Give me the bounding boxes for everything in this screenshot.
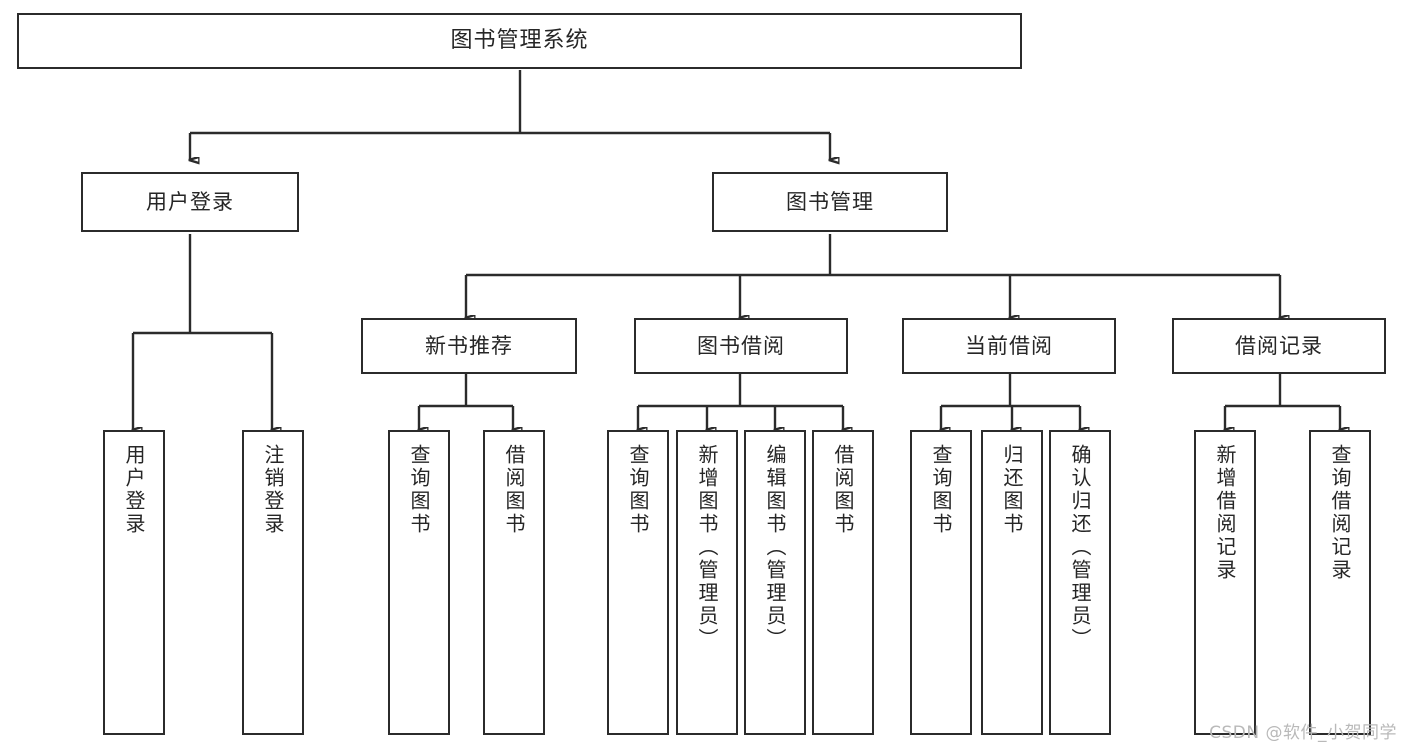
node-root-book-management-system[interactable]: 图书管理系统	[17, 13, 1022, 69]
leaf-edit-book-admin[interactable]: 编辑图书（管理员）	[744, 430, 806, 735]
watermark: CSDN @软件_小贺同学	[1209, 723, 1397, 743]
node-label-vertical: 借阅图书	[831, 444, 855, 536]
node-label: 用户登录	[146, 189, 234, 214]
leaf-add-book-admin[interactable]: 新增图书（管理员）	[676, 430, 738, 735]
node-label-vertical: 查询图书	[626, 444, 650, 536]
leaf-confirm-return-admin[interactable]: 确认归还（管理员）	[1049, 430, 1111, 735]
leaf-query-book-borrow[interactable]: 查询图书	[607, 430, 669, 735]
node-label-vertical: 注销登录	[261, 444, 285, 536]
leaf-logout[interactable]: 注销登录	[242, 430, 304, 735]
node-borrow-record[interactable]: 借阅记录	[1172, 318, 1386, 374]
node-label-vertical: 查询借阅记录	[1328, 444, 1352, 582]
node-current-borrow[interactable]: 当前借阅	[902, 318, 1116, 374]
leaf-query-borrow-record[interactable]: 查询借阅记录	[1309, 430, 1371, 735]
node-label: 图书管理系统	[450, 28, 589, 54]
node-label: 新书推荐	[425, 333, 513, 358]
node-user-login[interactable]: 用户登录	[81, 172, 299, 232]
leaf-borrow-book-recommend[interactable]: 借阅图书	[483, 430, 545, 735]
node-label-vertical: 归还图书	[1000, 444, 1024, 536]
node-label-vertical: 新增借阅记录	[1213, 444, 1237, 582]
leaf-user-login[interactable]: 用户登录	[103, 430, 165, 735]
node-label-vertical: 查询图书	[929, 444, 953, 536]
node-label-vertical: 新增图书（管理员）	[695, 444, 719, 651]
node-new-book-recommend[interactable]: 新书推荐	[361, 318, 577, 374]
node-label-vertical: 查询图书	[407, 444, 431, 536]
node-label-vertical: 编辑图书（管理员）	[763, 444, 787, 651]
leaf-query-book-current[interactable]: 查询图书	[910, 430, 972, 735]
node-label-vertical: 确认归还（管理员）	[1068, 444, 1092, 651]
leaf-borrow-book[interactable]: 借阅图书	[812, 430, 874, 735]
node-label-vertical: 借阅图书	[502, 444, 526, 536]
node-label: 图书借阅	[697, 333, 785, 358]
node-book-borrow[interactable]: 图书借阅	[634, 318, 848, 374]
leaf-return-book[interactable]: 归还图书	[981, 430, 1043, 735]
node-label: 借阅记录	[1235, 333, 1323, 358]
node-book-management[interactable]: 图书管理	[712, 172, 948, 232]
leaf-query-book-recommend[interactable]: 查询图书	[388, 430, 450, 735]
node-label-vertical: 用户登录	[122, 444, 146, 536]
node-label: 图书管理	[786, 189, 874, 214]
leaf-add-borrow-record[interactable]: 新增借阅记录	[1194, 430, 1256, 735]
node-label: 当前借阅	[965, 333, 1053, 358]
